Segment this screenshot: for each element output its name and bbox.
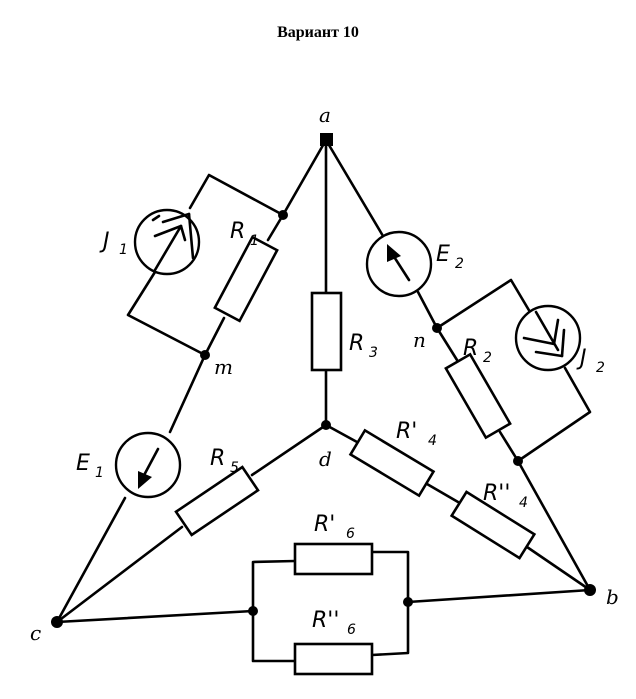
node-label-a: a bbox=[319, 103, 331, 127]
node-j2-junction-dot bbox=[513, 456, 523, 466]
wire-a-r1-junction bbox=[281, 138, 328, 217]
wire-j1-loop-bottom bbox=[126, 270, 207, 357]
wire-m-e1 bbox=[168, 353, 207, 434]
wire-r6-right-b bbox=[406, 588, 592, 604]
node-label-n: n bbox=[413, 328, 426, 352]
wire-r5-c bbox=[55, 525, 184, 624]
label-r6-prime: R' 6 bbox=[314, 512, 355, 542]
node-label-d: d bbox=[319, 447, 332, 471]
wires bbox=[55, 138, 592, 663]
label-r5-main: R bbox=[210, 446, 225, 471]
node-b-dot bbox=[584, 584, 596, 596]
label-r1-main: R bbox=[230, 219, 245, 244]
label-r3-main: R bbox=[349, 331, 364, 356]
label-r2-main: R bbox=[463, 336, 478, 361]
resistor-r1 bbox=[213, 235, 279, 323]
label-r2-sub: 2 bbox=[483, 350, 492, 366]
node-r6-right-dot bbox=[403, 597, 413, 607]
node-label-c: c bbox=[30, 621, 41, 645]
label-j2-main: J bbox=[576, 346, 587, 371]
wire-j1-loop-top bbox=[188, 173, 285, 217]
node-n-dot bbox=[432, 323, 442, 333]
node-r6-left-dot bbox=[248, 606, 258, 616]
label-r5: R 5 bbox=[210, 446, 239, 476]
resistor-r4-prime bbox=[348, 428, 436, 498]
wire-r4p-r4pp bbox=[425, 482, 460, 504]
label-r4p-sub: 4 bbox=[428, 433, 437, 449]
voltage-source-e2 bbox=[365, 230, 433, 298]
resistor-r3 bbox=[310, 291, 343, 372]
wire-n-r2 bbox=[435, 326, 459, 362]
label-r6pp-main: R'' bbox=[312, 608, 339, 633]
label-r3: R 3 bbox=[349, 331, 378, 361]
wire-c-r6-left bbox=[55, 609, 255, 624]
junction-nodes bbox=[51, 133, 596, 628]
node-d-dot bbox=[321, 420, 331, 430]
node-r1-junction-dot bbox=[278, 210, 288, 220]
label-e1-sub: 1 bbox=[95, 465, 104, 481]
resistors bbox=[174, 235, 537, 676]
label-j1-main: J bbox=[99, 229, 110, 254]
label-r1-sub: 1 bbox=[250, 233, 259, 249]
node-label-m: m bbox=[214, 355, 233, 379]
e1-arrow-icon bbox=[138, 447, 160, 489]
label-j1: J 1 bbox=[99, 229, 128, 258]
wire-e1-c bbox=[55, 496, 127, 624]
label-r4pp-main: R'' bbox=[483, 481, 510, 506]
label-r6pp-sub: 6 bbox=[347, 622, 356, 638]
variant-title: Вариант 10 bbox=[277, 24, 359, 41]
label-r6-double-prime: R'' 6 bbox=[312, 608, 356, 638]
wire-r6-left-loop bbox=[251, 559, 297, 663]
label-e1-main: E bbox=[76, 451, 90, 476]
label-e1: E 1 bbox=[76, 451, 104, 481]
node-a-dot bbox=[320, 133, 333, 146]
j1-circle bbox=[133, 208, 201, 276]
label-r2: R 2 bbox=[463, 336, 492, 366]
resistor-r6-double-prime bbox=[293, 642, 374, 676]
label-j2-sub: 2 bbox=[596, 360, 605, 376]
label-r4-prime: R' 4 bbox=[396, 419, 437, 449]
resistor-r5 bbox=[174, 465, 260, 537]
label-e2-main: E bbox=[436, 242, 450, 267]
node-m-dot bbox=[200, 350, 210, 360]
wire-e2-n bbox=[416, 290, 439, 330]
resistor-r2 bbox=[444, 352, 512, 440]
label-r6p-sub: 6 bbox=[346, 526, 355, 542]
wire-j2-loop-top bbox=[435, 278, 532, 330]
wire-r2-junction bbox=[498, 430, 520, 463]
label-r4-double-prime: R'' 4 bbox=[483, 481, 528, 511]
current-source-j1 bbox=[133, 208, 201, 276]
resistor-r6-prime bbox=[293, 542, 374, 576]
label-e2-sub: 2 bbox=[455, 256, 464, 272]
node-c-dot bbox=[51, 616, 63, 628]
label-r4p-main: R' bbox=[396, 419, 417, 444]
node-label-b: b bbox=[606, 585, 619, 609]
resistor-r4-double-prime bbox=[449, 490, 537, 560]
wire-r1-bottom bbox=[203, 316, 226, 357]
label-j2: J 2 bbox=[576, 346, 605, 376]
label-r3-sub: 3 bbox=[369, 345, 378, 361]
wire-d-r4p bbox=[324, 423, 359, 444]
label-r5-sub: 5 bbox=[230, 460, 239, 476]
label-j1-sub: 1 bbox=[119, 242, 128, 258]
current-source-j2 bbox=[514, 304, 582, 372]
j1-arrow-icon bbox=[151, 212, 195, 272]
label-e2: E 2 bbox=[436, 242, 464, 272]
j2-arrow-icon bbox=[522, 310, 566, 358]
wire-j2-loop-bottom bbox=[516, 366, 592, 463]
label-r1: R 1 bbox=[230, 219, 259, 249]
label-r4pp-sub: 4 bbox=[519, 495, 528, 511]
label-r6p-main: R' bbox=[314, 512, 335, 537]
j2-circle bbox=[514, 304, 582, 372]
wire-r6-right-loop bbox=[370, 550, 410, 657]
voltage-source-e1 bbox=[114, 431, 182, 499]
wire-junction-b bbox=[516, 459, 592, 592]
wire-a-e2 bbox=[324, 138, 385, 238]
e2-arrow-icon bbox=[387, 244, 411, 282]
wire-r4pp-b bbox=[525, 545, 592, 592]
wire-d-r5 bbox=[250, 423, 328, 477]
